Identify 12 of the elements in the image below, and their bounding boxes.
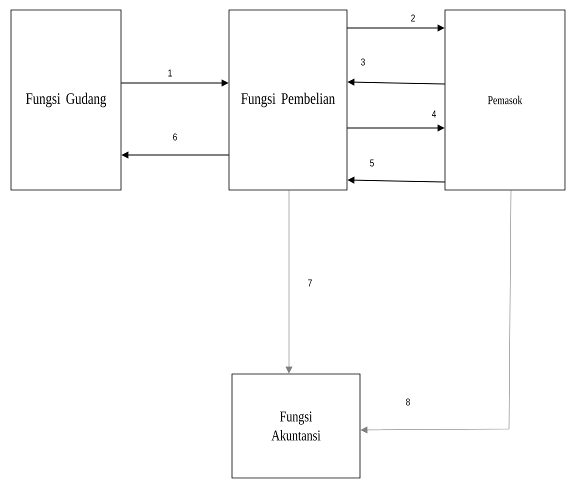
edge-label: 6 [173, 133, 177, 141]
process-box: Fungsi Gudang [10, 10, 122, 190]
edge-label: 8 [406, 398, 410, 406]
edge-label: 1 [168, 70, 172, 76]
edge-label: 2 [411, 14, 415, 22]
edge-label: 4 [432, 110, 436, 118]
process-box: Fungsi Akuntansi [232, 374, 360, 478]
process-box: Pemasok [444, 10, 566, 190]
edge-label: 7 [308, 280, 312, 286]
edge-label: 5 [370, 160, 374, 166]
process-box: Fungsi Pembelian [228, 10, 348, 190]
edge-label: 3 [361, 58, 365, 66]
